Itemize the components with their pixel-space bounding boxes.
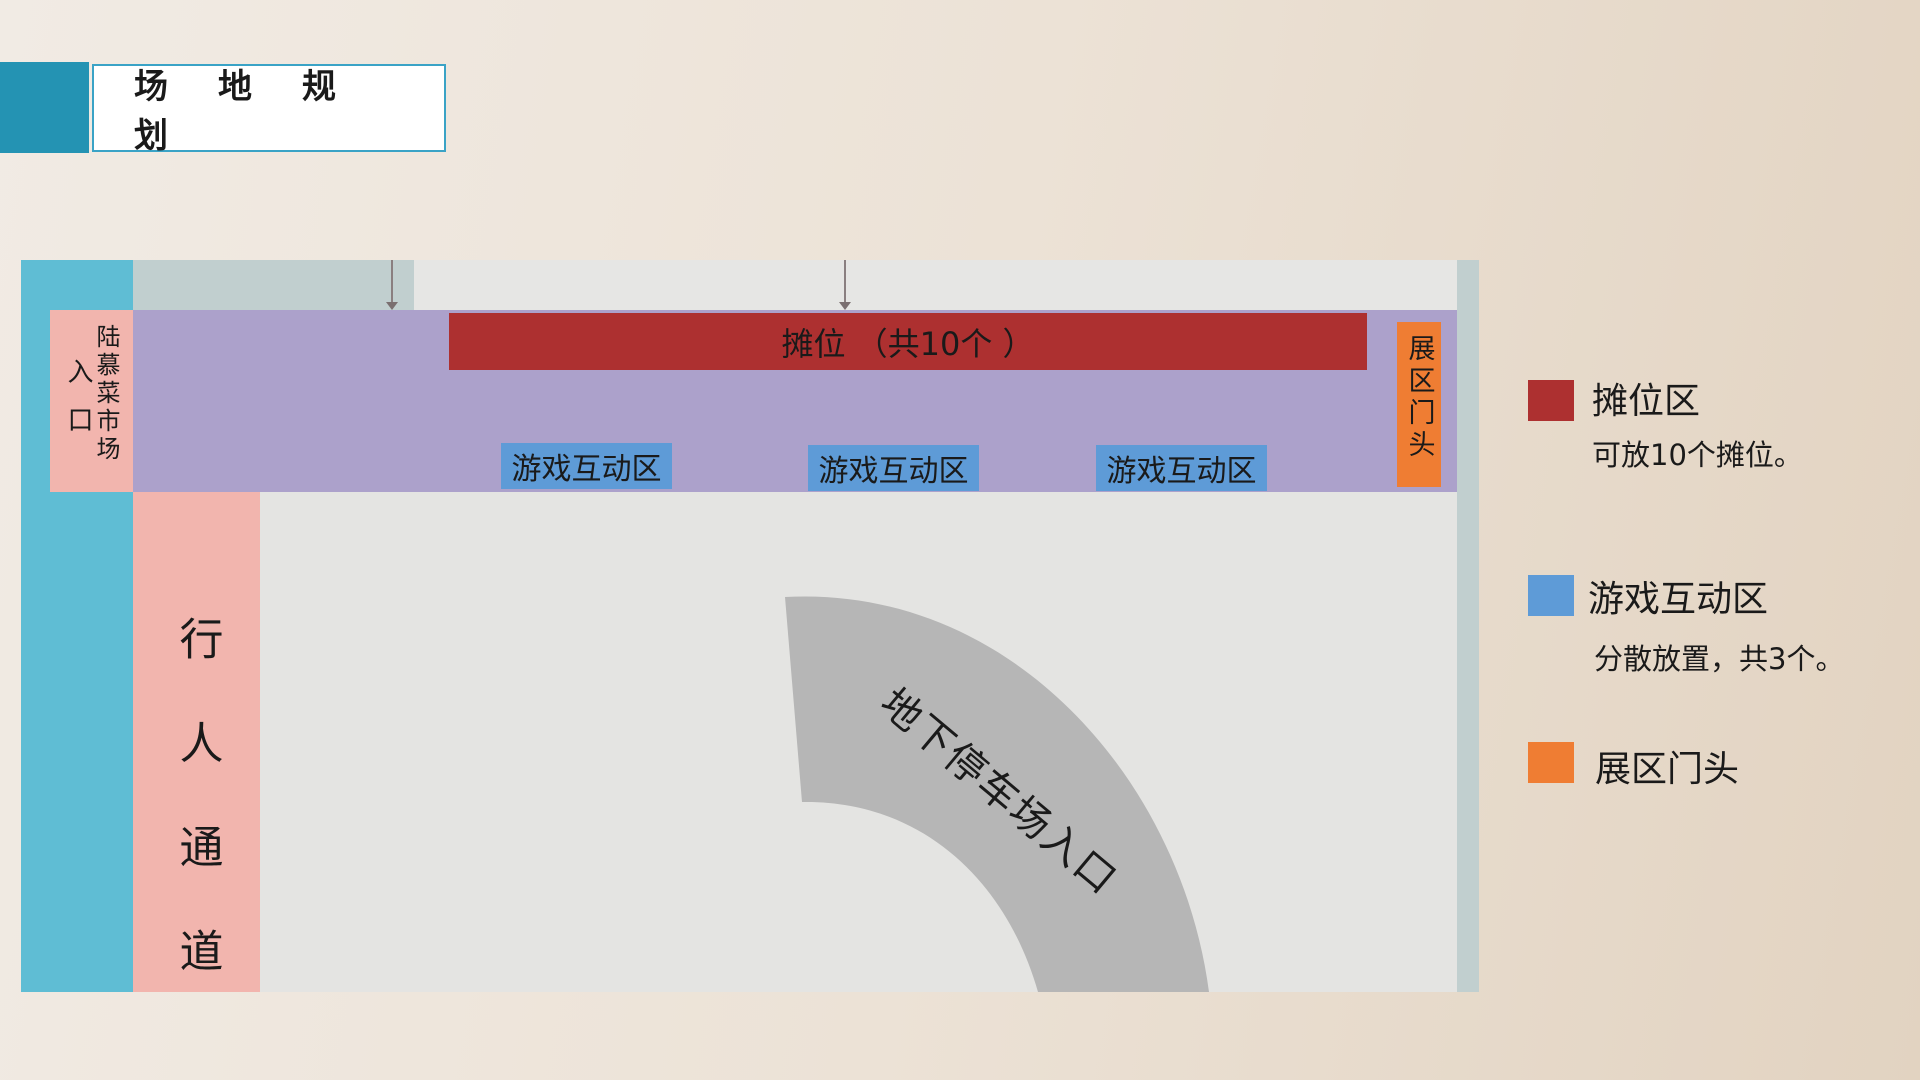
legend-swatch-game <box>1528 575 1574 616</box>
down-arrow-icon <box>839 260 851 310</box>
down-arrow-icon <box>386 260 398 310</box>
market-entrance: 入口 陆慕菜市场 <box>50 310 133 492</box>
pedestrian-walkway: 行人通道 <box>133 492 260 992</box>
right-road-strip <box>1457 260 1479 992</box>
parking-entrance-ramp <box>785 596 1209 992</box>
walkway-label: 行人通道 <box>171 616 223 992</box>
title-accent-block <box>0 62 89 153</box>
gate-label: 展区门头 <box>1403 334 1435 462</box>
legend-desc-booth: 可放10个摊位。 <box>1592 438 1803 472</box>
legend-swatch-booth <box>1528 380 1574 421</box>
top-light-area <box>414 260 1457 310</box>
game-zone-2: 游戏互动区 <box>808 445 979 491</box>
top-road-segment <box>133 260 414 310</box>
market-label: 陆慕菜市场 <box>92 324 120 464</box>
legend-swatch-gate <box>1528 742 1574 783</box>
legend-desc-game: 分散放置，共3个。 <box>1594 642 1845 676</box>
site-plan-map: 入口 陆慕菜市场 摊位 （共10个 ） 游戏互动区 游戏互动区 游戏互动区 展区… <box>21 260 1479 992</box>
game-zone-1: 游戏互动区 <box>501 443 672 489</box>
exhibition-gate: 展区门头 <box>1397 322 1441 487</box>
page-title: 场地规划 <box>92 64 446 156</box>
game-zone-3: 游戏互动区 <box>1096 445 1267 491</box>
entrance-label: 入口 <box>63 358 93 454</box>
legend-title-booth: 摊位区 <box>1592 381 1701 422</box>
booth-bar: 摊位 （共10个 ） <box>449 313 1367 370</box>
legend-title-game: 游戏互动区 <box>1588 579 1769 620</box>
parking-ramp-shape <box>785 596 1209 992</box>
legend-title-gate: 展区门头 <box>1595 749 1740 790</box>
